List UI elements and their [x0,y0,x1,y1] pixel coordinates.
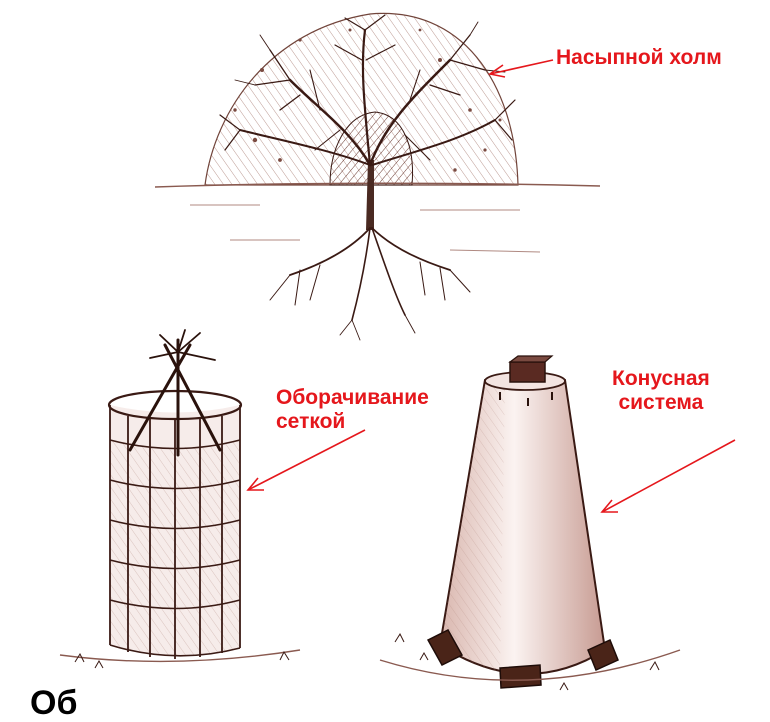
cone-system-label-line2: система [618,391,704,414]
mound-label-text: Насыпной холм [556,46,722,69]
arrow-mesh [246,429,366,491]
mesh-wrap-illustration [59,329,301,669]
arrow-mound [487,59,554,78]
mesh-wrap-label-line1: Оборачивание [276,386,429,409]
annotation-arrows [246,59,736,513]
cone-system-label: Конусная система [612,367,710,415]
cropped-caption-fragment: Об [30,684,78,722]
cone-system-illustration [379,355,681,691]
cone-system-label-line1: Конусная [612,367,710,390]
mesh-wrap-label: Оборачивание сеткой [276,386,429,434]
mulch-mound-illustration [154,12,601,341]
mound-label: Насыпной холм [556,46,722,70]
illustration-canvas [59,12,736,691]
mesh-wrap-label-line2: сеткой [276,410,346,433]
arrow-cone [600,439,736,513]
